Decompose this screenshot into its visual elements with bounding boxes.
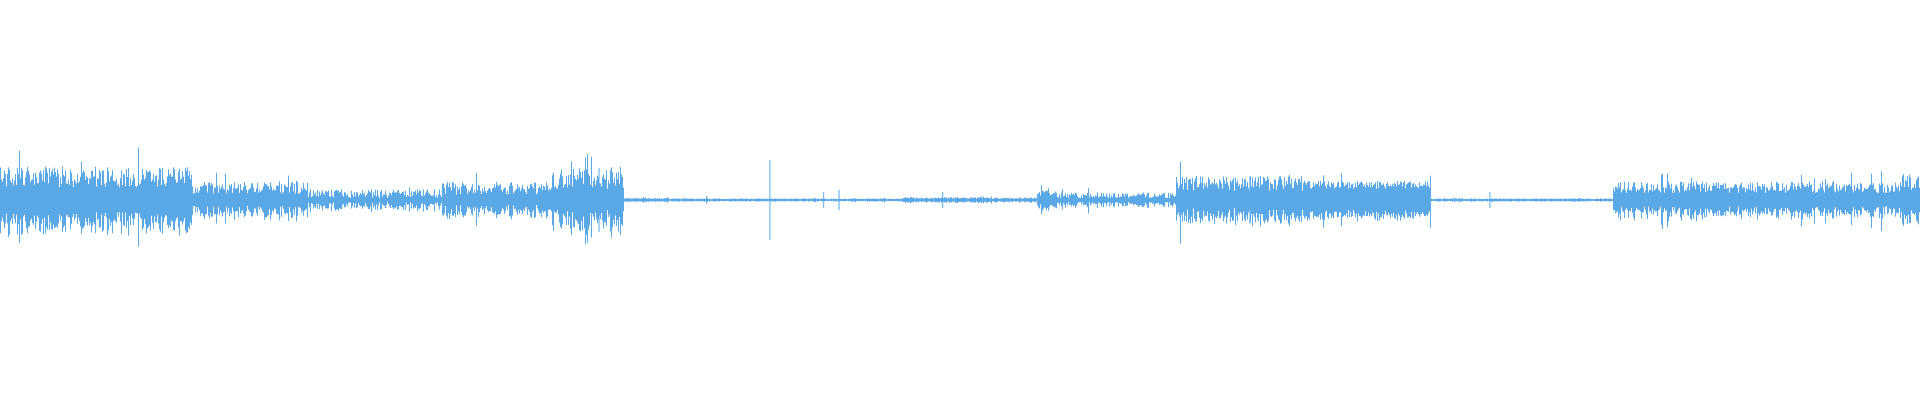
waveform-samples (0, 147, 1920, 247)
